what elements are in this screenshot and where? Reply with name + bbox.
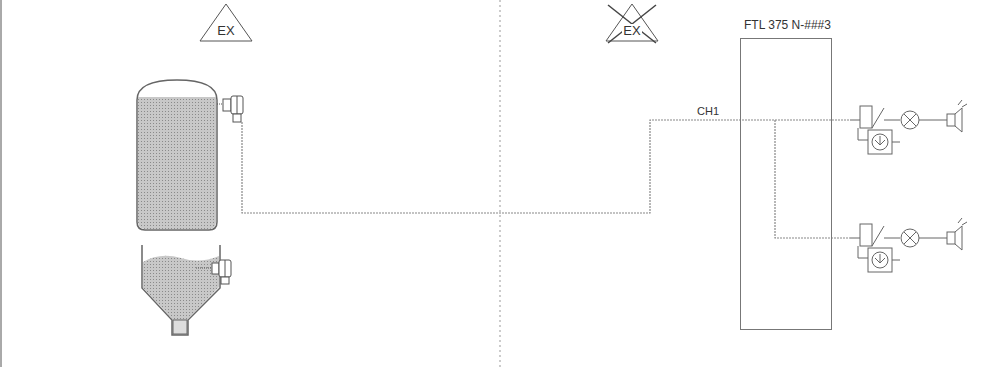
hopper — [142, 245, 220, 335]
relay-output — [850, 218, 967, 272]
ftl-unit-box: FTL 375 N-###3 — [738, 18, 835, 332]
non-ex-zone-sign: EX — [602, 2, 662, 44]
tank — [137, 80, 217, 230]
zone-label: EX — [216, 24, 235, 38]
device-housing — [740, 38, 832, 330]
zone-divider — [500, 0, 501, 367]
device-label: FTL 375 N-###3 — [744, 18, 831, 33]
level-switch — [196, 260, 231, 284]
zone-label: EX — [622, 24, 641, 38]
ex-zone-sign: EX — [196, 2, 256, 44]
channel-label: CH1 — [697, 105, 719, 117]
level-switch — [217, 96, 243, 122]
signal-wire — [242, 120, 850, 213]
frame-line — [1, 0, 2, 367]
internal-wire — [775, 120, 850, 238]
relay-output — [850, 100, 967, 154]
